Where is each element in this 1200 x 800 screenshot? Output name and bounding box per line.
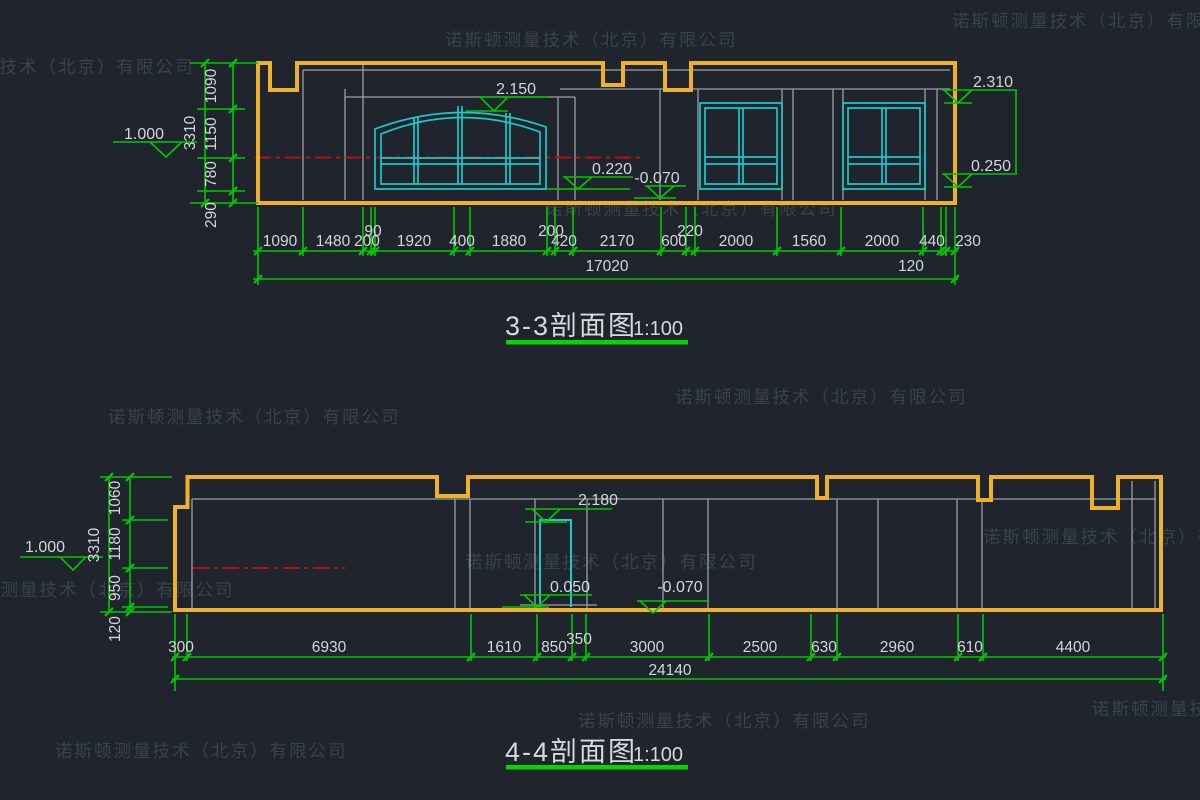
door-frame [539,519,572,607]
title-underline [506,765,688,770]
dim-label: 400 [449,233,475,250]
dim-label: 1610 [487,639,522,656]
dim-label: 6930 [312,639,347,656]
arched-window [374,106,547,190]
watermark: 诺斯顿测量技术（北京）有限公司 [952,11,1200,31]
watermark: 诺斯顿测量技术（北京）有限公司 [445,30,738,50]
section-4-4-scale: 1:100 [633,744,683,766]
dim-label: 1560 [792,233,827,250]
dim-label: 440 [919,233,945,250]
elevation-label: 1.000 [124,126,164,143]
section-4-4-gridlines [191,481,1156,608]
dim-labels-3-3: 1090 1480 200 1920 400 1880 420 2170 600… [263,223,982,275]
dim-label: 1480 [316,233,351,250]
dim-label: 230 [955,233,981,250]
watermark: 诺斯顿测量技术（北京）有限公司 [578,711,871,731]
section-4-4-dimensions [20,476,1166,691]
dim-label: 300 [168,639,194,656]
dim-label-total: 3310 [182,115,199,150]
dim-label: 1060 [107,480,124,515]
dim-label: 3000 [630,639,665,656]
dim-label: 2500 [743,639,778,656]
dim-label: 610 [957,639,983,656]
watermark: 诺斯顿测量技术（北京）有限公司 [465,552,758,572]
dim-label-raised: 350 [566,631,592,648]
section-3-3-scale: 1:100 [633,318,683,340]
window-left [699,102,783,190]
watermark: 诺斯顿测量技术（北京）有限公司 [55,741,348,761]
dim-label: 850 [541,639,567,656]
dim-label: 200 [354,233,380,250]
dim-label: 780 [203,161,220,187]
left-dim-labels-4-4: 1060 1180 950 120 3310 [86,480,124,642]
dim-label: 1090 [203,68,220,103]
dim-label: 4400 [1056,639,1091,656]
dim-label: 290 [203,202,220,228]
elevation-label: -0.070 [657,579,702,596]
dim-label: 1880 [492,233,527,250]
wall-outline-4-4 [173,475,1163,612]
dim-label: 950 [107,575,124,601]
elevation-label: 2.310 [973,74,1013,91]
dim-label: 2960 [880,639,915,656]
watermark: 诺斯顿测量技术（北京）有限公司 [0,57,195,77]
elevation-label: 0.050 [550,579,590,596]
dim-label: 1090 [263,233,298,250]
section-3-3-gridlines [302,63,950,200]
watermark: 诺斯顿测量技术（北京）有限公司 [675,387,968,407]
elevation-label: 2.180 [578,492,618,509]
dim-label-total: 17020 [585,258,628,275]
dim-label: 2170 [600,233,635,250]
section-3-3-title: 3-3剖面图 [505,311,637,341]
dim-label: 420 [551,233,577,250]
elevation-label: -0.070 [634,170,679,187]
window-right [842,102,926,190]
dim-label-raised: 220 [677,223,703,240]
dim-labels-4-4: 300 6930 1610 850 3000 2500 630 2960 610… [168,631,1091,679]
watermark: 诺斯顿测量技术（北京）有限公司 [108,407,401,427]
elevation-label: 0.220 [592,161,632,178]
dim-label-raised: 90 [364,223,382,240]
elevation-labels-4-4: 1.000 2.180 0.050 -0.070 [25,492,703,596]
section-4-4-drawing: 300 6930 1610 850 3000 2500 630 2960 610… [20,472,1168,770]
section-4-4-title: 4-4剖面图 [505,737,637,767]
dimension-ticks-4-4 [104,472,1168,684]
dim-label-raised: 200 [538,223,564,240]
elevation-label: 0.250 [971,158,1011,175]
elevation-labels-3-3: 1.000 2.150 2.310 0.220 -0.070 0.250 [124,74,1013,187]
watermark: 诺斯顿测量技术（北京）有限公司 [1092,699,1200,719]
left-dim-labels-3-3: 1090 1150 780 290 3310 [182,68,220,228]
title-underline [506,340,688,345]
section-3-3-drawing: 1090 1480 200 1920 400 1880 420 2170 600… [113,58,1017,345]
dim-label: 120 [898,258,924,275]
dim-label: 1920 [397,233,432,250]
dim-label: 2000 [719,233,754,250]
dim-label: 1150 [203,117,220,151]
dim-label: 120 [107,616,124,642]
dim-label: 630 [811,639,837,656]
dim-label: 1180 [107,527,124,561]
dim-label: 600 [661,233,687,250]
dim-label-total: 24140 [648,662,691,679]
dimension-ticks-3-3 [200,58,960,284]
wall-outline-3-3 [256,61,957,205]
dim-label: 2000 [865,233,900,250]
watermark: 诺斯顿测量技术（北京）有限公司 [983,527,1200,547]
elevation-label: 1.000 [25,539,65,556]
elevation-label: 2.150 [496,81,536,98]
dim-label-total: 3310 [86,527,103,562]
